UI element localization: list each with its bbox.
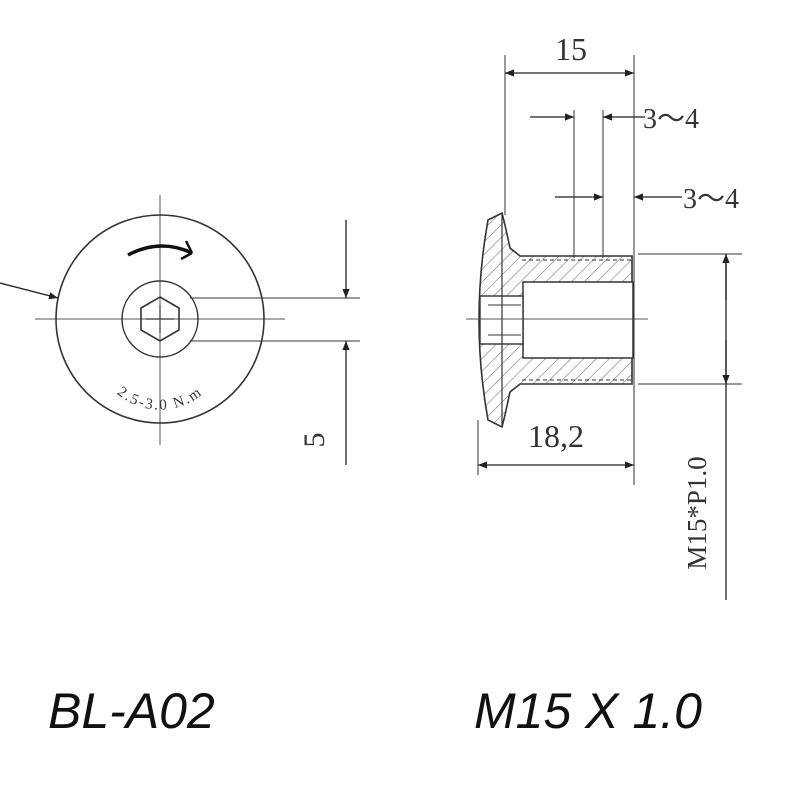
model-caption: BL-A02	[48, 683, 215, 739]
dim-thread-spec-label: M15*P1.0	[682, 456, 712, 569]
dim-step-1-label: 3～4	[643, 104, 699, 135]
flange-outline	[55, 214, 265, 424]
rotation-arrow-icon	[127, 244, 193, 257]
leader-arrow	[0, 282, 59, 300]
section-view	[466, 55, 742, 600]
socket-outline	[121, 280, 199, 358]
thread-caption: M15 X 1.0	[474, 683, 702, 739]
section-bore	[522, 281, 634, 359]
front-view	[0, 195, 360, 465]
hex-socket	[140, 296, 180, 342]
dim-flange-diameter-label: 18,2	[528, 418, 584, 454]
dim-step-2-label: 3～4	[683, 184, 739, 215]
dim-total-length-label: 15	[555, 31, 587, 67]
dim-head-offset-label: 5	[298, 433, 331, 448]
